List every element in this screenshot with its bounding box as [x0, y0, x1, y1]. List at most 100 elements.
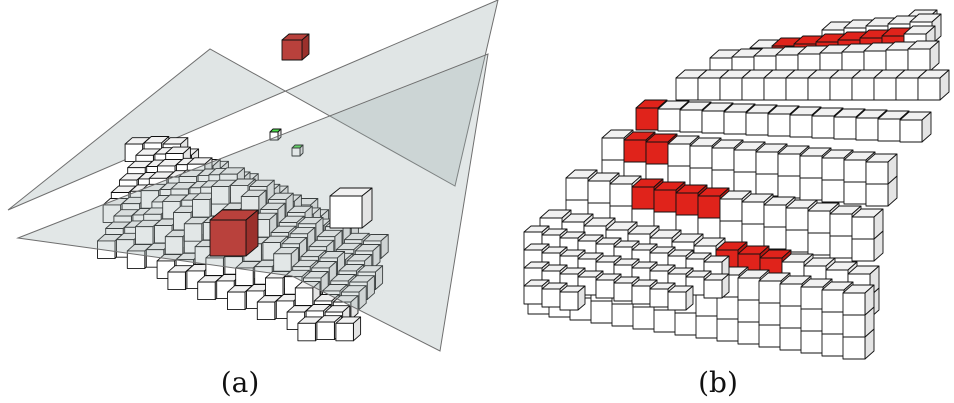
- voxel-front-face: [917, 77, 941, 101]
- voxel-front-face: [785, 229, 809, 253]
- voxel: [667, 285, 694, 311]
- voxel-front-face: [799, 155, 823, 179]
- voxel-front-face: [701, 110, 725, 134]
- voxel-front-face: [623, 139, 647, 163]
- voxel-front-face: [843, 181, 867, 205]
- voxel: [917, 69, 950, 101]
- voxel-front-face: [703, 279, 723, 299]
- voxel-front-face: [719, 198, 743, 222]
- voxel-front-face: [645, 141, 669, 165]
- voxel-front-face: [733, 149, 757, 173]
- voxel-front-face: [675, 192, 699, 216]
- voxel-front-face: [613, 282, 633, 302]
- red-voxel: [209, 209, 259, 257]
- voxel-front-face: [877, 118, 901, 142]
- voxel-front-face: [167, 271, 186, 291]
- voxel-front-face: [821, 179, 845, 203]
- voxel-front-face: [829, 77, 853, 101]
- voxel-front-face: [209, 219, 247, 257]
- voxel: [719, 190, 752, 222]
- voxel-front-face: [865, 161, 889, 185]
- voxel-front-face: [601, 137, 625, 161]
- voxel-front-face: [667, 291, 687, 311]
- voxel-front-face: [256, 301, 276, 321]
- voxel: [851, 208, 884, 240]
- voxel-front-face: [842, 336, 866, 360]
- voxel-front-face: [211, 186, 230, 205]
- voxel-front-face: [763, 77, 787, 101]
- voxel-front-face: [833, 116, 857, 140]
- front-cutting-plane: [16, 53, 489, 352]
- voxel-front-face: [865, 183, 889, 207]
- voxel-front-face: [653, 309, 677, 333]
- caption-b: (b): [698, 366, 738, 399]
- voxel-front-face: [335, 322, 354, 342]
- voxel-front-face: [829, 213, 853, 237]
- voxel-front-face: [265, 277, 284, 296]
- green-voxel: [269, 128, 282, 141]
- voxel-front-face: [767, 113, 791, 137]
- voxel-front-face: [719, 77, 743, 101]
- voxel-front-face: [855, 117, 879, 141]
- voxel-front-face: [800, 286, 824, 310]
- voxel-front-face: [758, 280, 782, 304]
- voxel-front-face: [587, 180, 611, 204]
- voxel-front-face: [779, 305, 803, 329]
- voxel-front-face: [807, 77, 831, 101]
- voxel: [703, 273, 730, 299]
- voxel: [842, 306, 875, 338]
- voxel-front-face: [667, 143, 691, 167]
- voxel: [329, 187, 373, 229]
- voxel-front-face: [785, 77, 809, 101]
- voxel-front-face: [842, 314, 866, 338]
- voxel-front-face: [899, 119, 923, 143]
- voxel-front-face: [291, 147, 301, 157]
- voxel-front-face: [716, 318, 740, 342]
- voxel-front-face: [745, 112, 769, 136]
- voxel-front-face: [799, 177, 823, 201]
- voxel-front-face: [763, 204, 787, 228]
- voxel-front-face: [197, 281, 216, 301]
- voxel-front-face: [297, 322, 316, 342]
- voxel: [559, 285, 586, 311]
- voxel-front-face: [821, 289, 845, 313]
- voxel-front-face: [851, 238, 875, 262]
- voxel-front-face: [595, 279, 615, 299]
- voxel-front-face: [811, 115, 835, 139]
- voxel-front-face: [631, 285, 651, 305]
- voxel: [899, 111, 932, 143]
- voxel: [842, 284, 875, 316]
- voxel-front-face: [785, 207, 809, 231]
- voxel-front-face: [329, 195, 363, 229]
- voxel-front-face: [737, 321, 761, 345]
- panel-a-voxel-structure-with-planes: [7, 0, 499, 352]
- voxel-front-face: [741, 77, 765, 101]
- voxel-front-face: [758, 324, 782, 348]
- voxel-front-face: [697, 77, 721, 101]
- voxel-front-face: [590, 300, 614, 324]
- voxel-front-face: [800, 308, 824, 332]
- voxel-front-face: [541, 288, 561, 308]
- voxel-front-face: [779, 283, 803, 307]
- panel-a-front-highlights: [209, 187, 373, 257]
- voxel-front-face: [689, 145, 713, 169]
- voxel-front-face: [632, 306, 656, 330]
- voxel-front-face: [851, 216, 875, 240]
- voxel-front-face: [821, 333, 845, 357]
- voxel-front-face: [649, 288, 669, 308]
- voxel-front-face: [851, 77, 875, 101]
- voxel: [865, 153, 898, 185]
- voxel-front-face: [675, 77, 699, 101]
- voxel-front-face: [755, 151, 779, 175]
- voxel-front-face: [829, 235, 853, 259]
- voxel-front-face: [777, 153, 801, 177]
- voxel-front-face: [695, 315, 719, 339]
- voxel-front-face: [807, 232, 831, 256]
- voxel-front-face: [657, 108, 681, 132]
- voxel-front-face: [779, 327, 803, 351]
- voxel-front-face: [227, 291, 246, 311]
- voxel-front-face: [565, 177, 589, 201]
- voxel-front-face: [97, 240, 116, 259]
- voxel-front-face: [611, 303, 635, 327]
